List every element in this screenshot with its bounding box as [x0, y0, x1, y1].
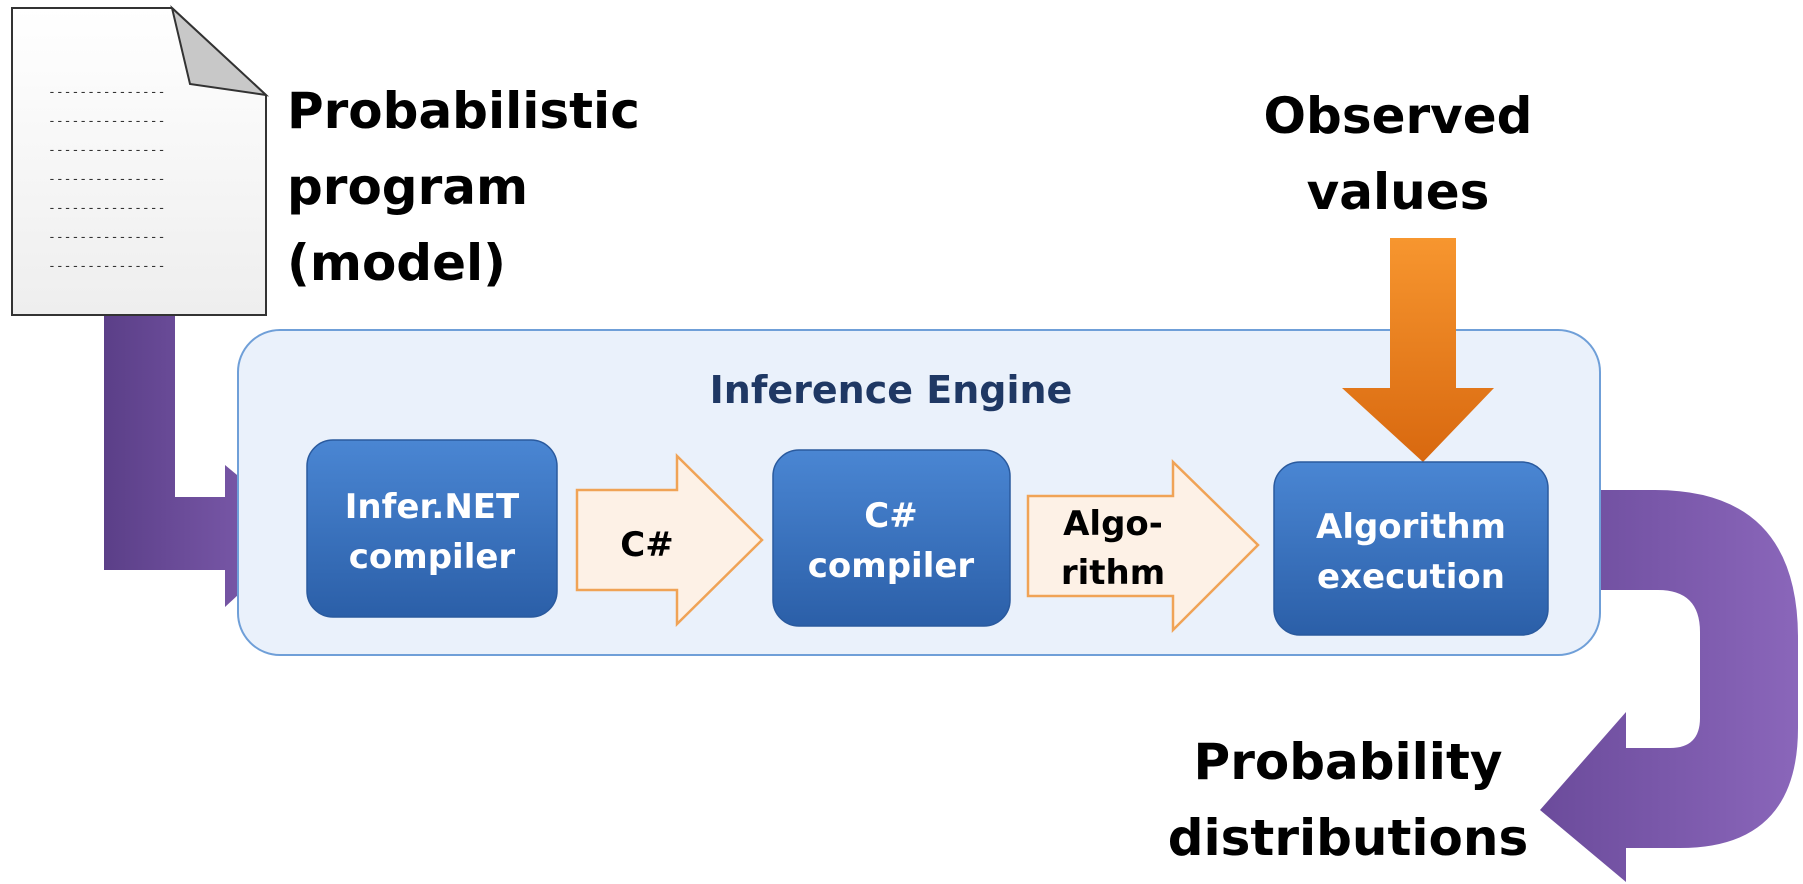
doc-line-7: ---------------: [48, 259, 165, 274]
algorithm-execution-label-line-2: execution: [1317, 557, 1505, 597]
csharp-code-arrow: [575, 453, 764, 627]
infer-net-compiler-label-line-2: compiler: [349, 537, 516, 577]
doc-line-3: ---------------: [48, 143, 165, 158]
algorithm-execution-box: [1273, 461, 1549, 636]
observed-label-line-1: Observed: [1264, 87, 1533, 145]
algorithm-execution-label-line-1: Algorithm: [1316, 507, 1506, 547]
program-label-line-2: program: [287, 158, 528, 216]
observed-values-arrow: [1342, 238, 1494, 462]
program-label-line-1: Probabilistic: [287, 82, 640, 140]
program-label-line-3: (model): [287, 234, 506, 292]
csharp-compiler-label-line-2: compiler: [808, 546, 975, 586]
doc-line-6: ---------------: [48, 230, 165, 245]
csharp-code-arrow-label: C#: [620, 525, 673, 565]
doc-line-2: ---------------: [48, 114, 165, 129]
observed-label-line-2: values: [1307, 163, 1490, 221]
algorithm-arrow-label-line-2: rithm: [1061, 553, 1165, 593]
output-label-line-2: distributions: [1168, 809, 1529, 867]
infer-net-compiler-label-line-1: Infer.NET: [345, 487, 520, 527]
algorithm-arrow-label-line-1: Algo-: [1063, 504, 1163, 544]
engine-title: Inference Engine: [710, 368, 1073, 412]
csharp-compiler-label-line-1: C#: [864, 496, 917, 536]
csharp-compiler-box: [772, 449, 1011, 627]
doc-line-4: ---------------: [48, 172, 165, 187]
doc-line-1: ---------------: [48, 85, 165, 100]
doc-line-5: ---------------: [48, 201, 165, 216]
infer-net-compiler-box: [306, 439, 558, 618]
algorithm-arrow: [1026, 459, 1260, 634]
output-label-line-1: Probability: [1194, 733, 1503, 791]
program-document-icon: [11, 5, 270, 316]
